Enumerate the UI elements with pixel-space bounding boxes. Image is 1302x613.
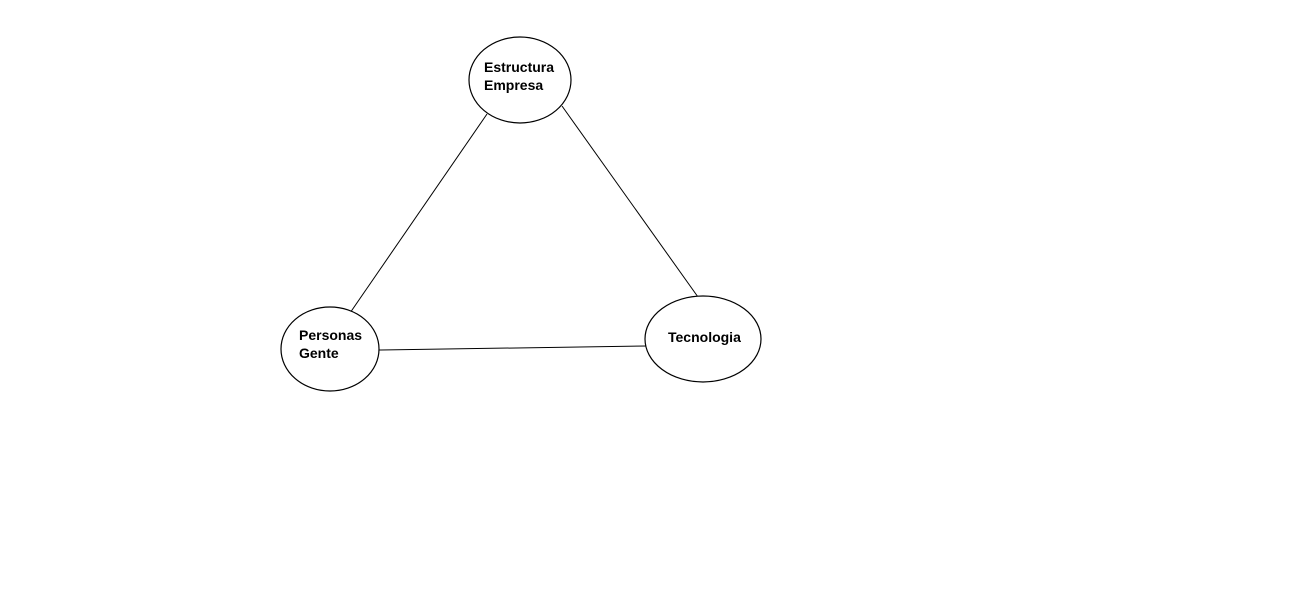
node-tecnologia-label: Tecnologia [668, 329, 741, 345]
node-tecnologia-shape [644, 295, 762, 383]
node-estructura-label-2: Empresa [484, 77, 543, 93]
node-estructura: Estructura Empresa [468, 36, 572, 124]
edge-estructura-tecnologia [561, 105, 699, 298]
node-personas-shape [280, 306, 380, 392]
node-tecnologia: Tecnologia [644, 295, 762, 383]
edge-personas-tecnologia [377, 345, 648, 351]
node-estructura-label-1: Estructura [484, 59, 554, 75]
node-personas: Personas Gente [280, 306, 380, 392]
node-personas-label-1: Personas [299, 327, 362, 343]
node-estructura-shape [468, 36, 572, 124]
node-personas-label-2: Gente [299, 345, 339, 361]
edge-estructura-personas [349, 113, 488, 314]
